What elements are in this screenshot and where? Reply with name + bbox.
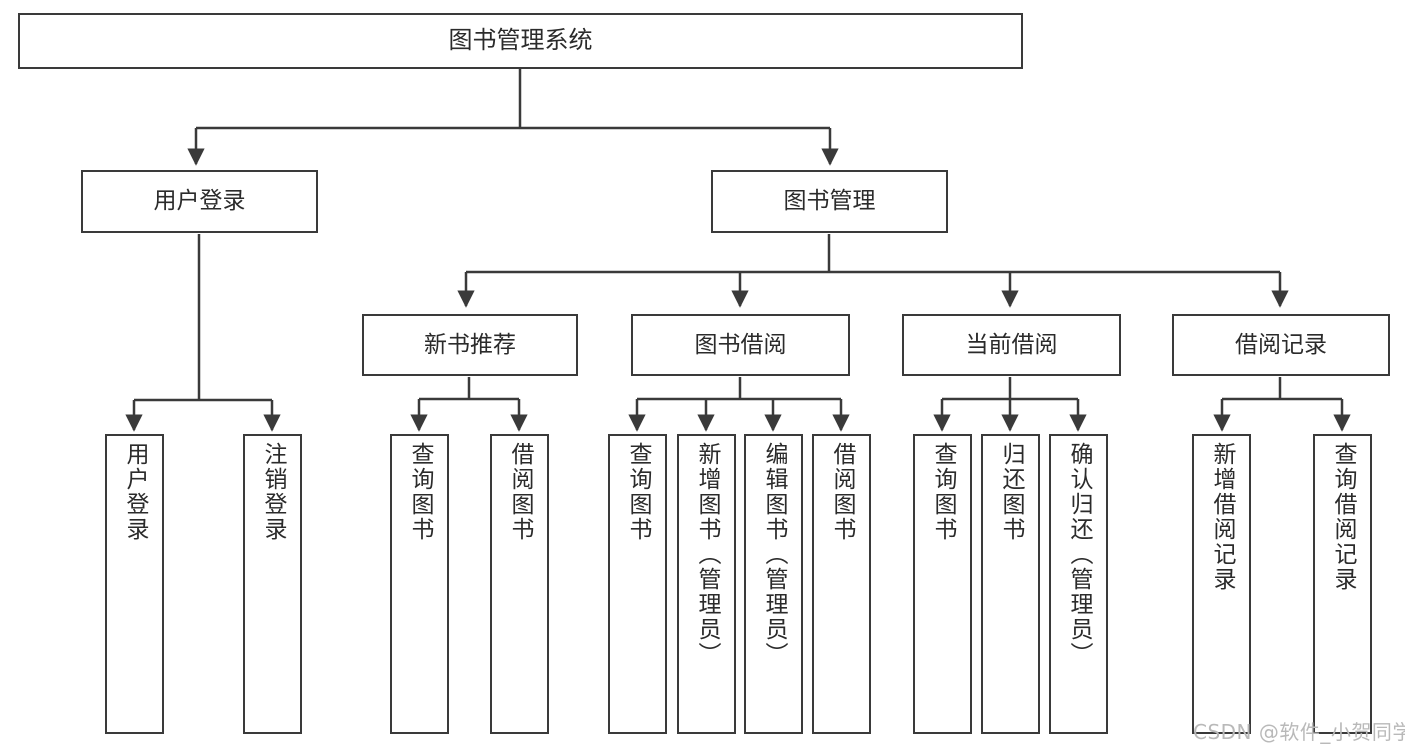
leaf-query-book-borrow[interactable]: 查询图书	[608, 434, 667, 734]
node-book-borrow[interactable]: 图书借阅	[631, 314, 850, 376]
leaf-query-borrow-record[interactable]: 查询借阅记录	[1313, 434, 1372, 734]
node-user-login[interactable]: 用户登录	[81, 170, 318, 233]
node-book-management[interactable]: 图书管理	[711, 170, 948, 233]
leaf-return-book[interactable]: 归还图书	[981, 434, 1040, 734]
leaf-borrow-book[interactable]: 借阅图书	[812, 434, 871, 734]
node-label: 借阅图书	[507, 442, 533, 542]
node-label: 新书推荐	[424, 331, 516, 358]
leaf-confirm-return-admin[interactable]: 确认归还（管理员）	[1049, 434, 1108, 734]
leaf-add-book-admin[interactable]: 新增图书（管理员）	[677, 434, 736, 734]
leaf-edit-book-admin[interactable]: 编辑图书（管理员）	[744, 434, 803, 734]
node-label: 查询图书	[625, 442, 651, 542]
node-label: 编辑图书（管理员）	[761, 442, 787, 667]
leaf-borrow-book-new-recommend[interactable]: 借阅图书	[490, 434, 549, 734]
node-label: 归还图书	[998, 442, 1024, 542]
node-borrow-record[interactable]: 借阅记录	[1172, 314, 1390, 376]
node-label: 新增借阅记录	[1209, 442, 1235, 592]
node-label: 查询图书	[407, 442, 433, 542]
node-root-book-management-system[interactable]: 图书管理系统	[18, 13, 1023, 69]
leaf-user-login[interactable]: 用户登录	[105, 434, 164, 734]
node-current-borrow[interactable]: 当前借阅	[902, 314, 1121, 376]
node-label: 借阅图书	[829, 442, 855, 542]
leaf-query-book-current[interactable]: 查询图书	[913, 434, 972, 734]
node-label: 注销登录	[260, 442, 286, 542]
node-label: 查询图书	[930, 442, 956, 542]
node-label: 借阅记录	[1235, 331, 1327, 358]
leaf-add-borrow-record[interactable]: 新增借阅记录	[1192, 434, 1251, 734]
node-label: 图书借阅	[694, 331, 787, 358]
node-label: 当前借阅	[965, 331, 1058, 358]
leaf-logout[interactable]: 注销登录	[243, 434, 302, 734]
leaf-query-book-new-recommend[interactable]: 查询图书	[390, 434, 449, 734]
node-new-book-recommend[interactable]: 新书推荐	[362, 314, 578, 376]
node-label: 图书管理系统	[448, 26, 593, 55]
node-label: 确认归还（管理员）	[1066, 442, 1092, 667]
node-label: 新增图书（管理员）	[694, 442, 720, 667]
node-label: 图书管理	[783, 188, 876, 215]
node-label: 用户登录	[153, 188, 246, 215]
watermark-text: CSDN @软件_小贺同学	[1193, 720, 1405, 744]
node-label: 用户登录	[122, 442, 148, 542]
node-label: 查询借阅记录	[1330, 442, 1356, 592]
